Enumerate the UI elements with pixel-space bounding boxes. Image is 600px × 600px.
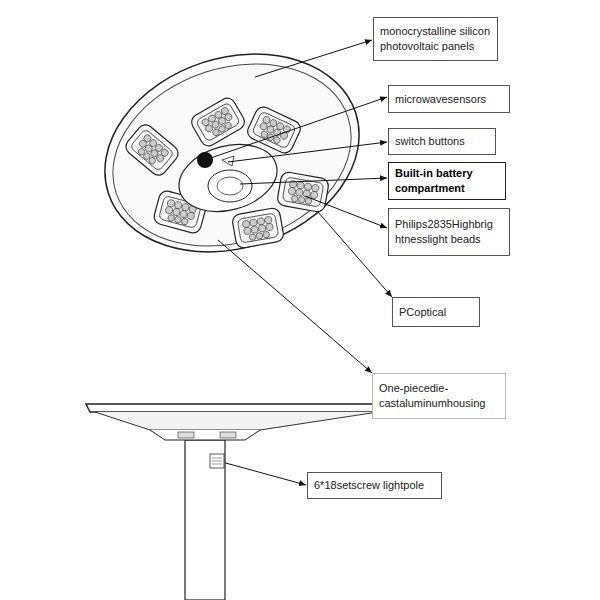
side-module — [220, 432, 236, 438]
battery-compartment — [208, 170, 252, 202]
lamp-module — [189, 95, 248, 148]
outer-rim — [79, 22, 385, 283]
screw-thread — [212, 458, 222, 459]
callout-box: microwavesensors — [388, 85, 510, 113]
disc-edge — [86, 404, 388, 412]
callout-box: 6*18setscrew lightpole — [307, 472, 442, 499]
disc-underside — [95, 412, 378, 430]
callout-label: monocrystalline silicon photovoltaic pan… — [380, 24, 491, 54]
leader-line — [228, 142, 387, 162]
callout-box: monocrystalline silicon photovoltaic pan… — [373, 17, 498, 61]
leader-line — [240, 178, 387, 184]
leader-line — [205, 97, 387, 160]
callout-box: One-piecedie- castaluminumhousing — [372, 373, 506, 419]
leader-line — [305, 196, 387, 228]
lamp-module — [276, 171, 329, 213]
set-screw — [210, 454, 224, 468]
screw-thread — [212, 464, 222, 465]
callout-label: switch buttons — [395, 134, 489, 149]
lamp-module — [231, 207, 284, 249]
hub-ring — [171, 134, 284, 222]
side-module — [178, 432, 194, 438]
callout-box: switch buttons — [388, 128, 496, 155]
lamp-module — [123, 122, 182, 179]
light-pole — [185, 440, 225, 600]
leader-line — [255, 40, 372, 77]
callout-label: Philips2835Highbrig htnesslight beads — [395, 217, 503, 247]
callout-label: PCoptical — [399, 305, 473, 320]
hub-body — [150, 430, 260, 440]
callout-box: Built-in battery compartment — [388, 162, 506, 200]
callout-label: 6*18setscrew lightpole — [314, 478, 435, 493]
callout-label: microwavesensors — [395, 92, 503, 107]
pole-socket — [217, 177, 243, 195]
leader-line — [222, 462, 306, 485]
leader-line — [218, 240, 372, 373]
callout-label: One-piecedie- castaluminumhousing — [379, 381, 499, 411]
inner-rim — [89, 35, 375, 276]
callout-box: Philips2835Highbrig htnesslight beads — [388, 208, 510, 256]
screw-thread — [212, 461, 222, 462]
leader-line — [318, 212, 392, 297]
callout-box: PCoptical — [392, 297, 480, 327]
callout-label: Built-in battery compartment — [395, 166, 499, 196]
